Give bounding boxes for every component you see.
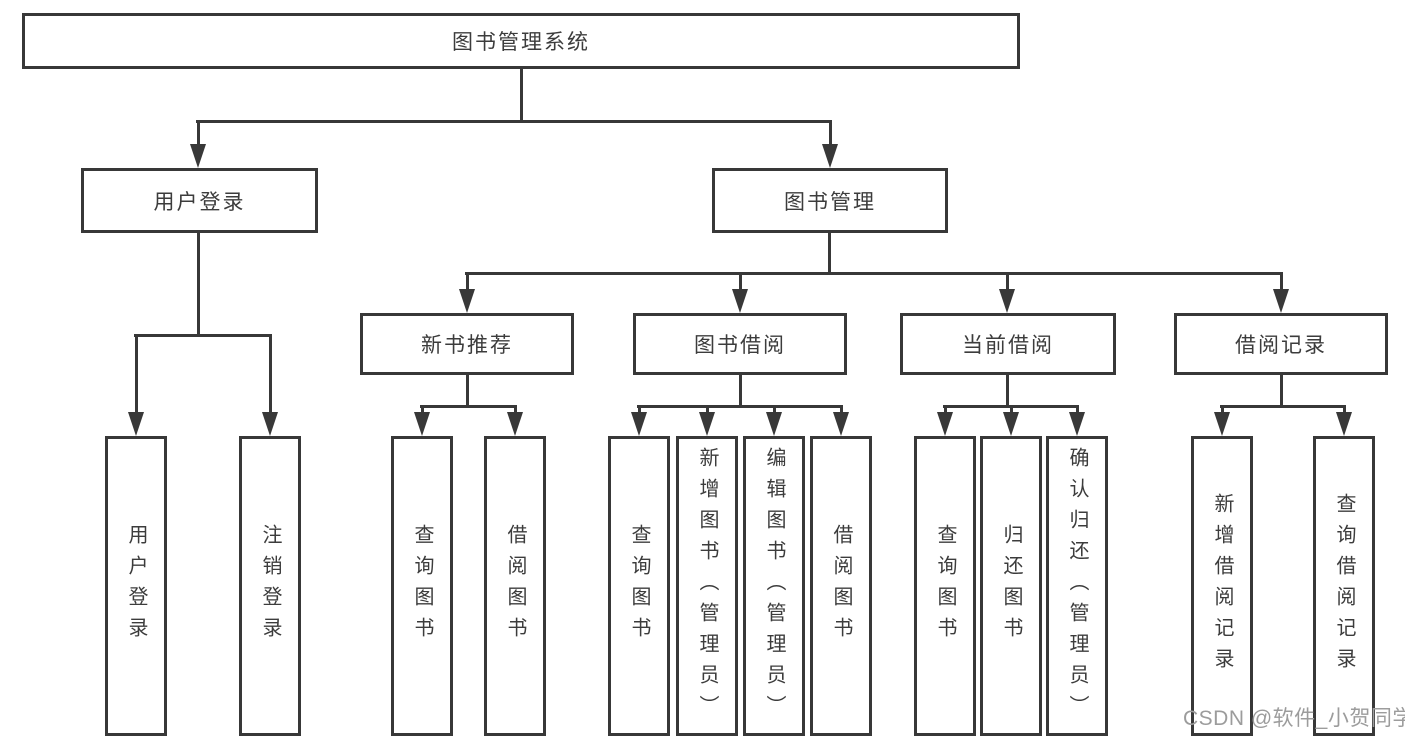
leaf-borrow-books-recommend: 借阅图书 — [484, 436, 546, 736]
arrow-to-leaf-logout — [262, 334, 278, 436]
arrowhead-icon — [1273, 289, 1289, 313]
arrow-to-book-management — [822, 120, 838, 168]
connector-user-login-hline — [134, 334, 272, 337]
arrowhead-icon — [262, 412, 278, 436]
leaf-logout-login: 注销登录 — [239, 436, 301, 736]
connector-borrow-records-stem — [1280, 375, 1283, 408]
arrowhead-icon — [1069, 412, 1085, 436]
arrowhead-icon — [766, 412, 782, 436]
arrow-to-new-book-recommend — [459, 272, 475, 313]
csdn-watermark: CSDN @软件_小贺同学 — [1183, 707, 1405, 730]
leaf-user-login: 用户登录 — [105, 436, 167, 736]
connector-book-borrow-stem — [739, 375, 742, 408]
arrowhead-icon — [1003, 412, 1019, 436]
arrowhead-icon — [414, 412, 430, 436]
node-book-borrow: 图书借阅 — [633, 313, 847, 375]
arrow-to-leaf-user-login — [128, 334, 144, 436]
connector-book-management-hline — [465, 272, 1283, 275]
arrow-leaf — [414, 405, 430, 436]
arrowhead-icon — [190, 144, 206, 168]
arrowhead-icon — [937, 412, 953, 436]
connector-new-book-recommend-hline — [420, 405, 517, 408]
arrow-leaf — [1214, 405, 1230, 436]
leaf-add-books-admin: 新增图书（管理员） — [676, 436, 738, 736]
leaf-return-books: 归还图书 — [980, 436, 1042, 736]
node-book-management: 图书管理 — [712, 168, 948, 233]
arrowhead-icon — [732, 289, 748, 313]
leaf-add-borrow-record: 新增借阅记录 — [1191, 436, 1253, 736]
arrowhead-icon — [699, 412, 715, 436]
leaf-query-books-recommend: 查询图书 — [391, 436, 453, 736]
connector-user-login-stem — [197, 233, 200, 337]
arrow-leaf — [833, 405, 849, 436]
arrow-leaf — [766, 405, 782, 436]
arrow-leaf — [1336, 405, 1352, 436]
leaf-confirm-return-admin: 确认归还（管理员） — [1046, 436, 1108, 736]
connector-current-borrow-stem — [1006, 375, 1009, 408]
node-current-borrow: 当前借阅 — [900, 313, 1116, 375]
connector-book-borrow-hline — [637, 405, 843, 408]
node-borrow-records: 借阅记录 — [1174, 313, 1388, 375]
arrowhead-icon — [631, 412, 647, 436]
arrow-leaf — [1069, 405, 1085, 436]
leaf-query-borrow-record: 查询借阅记录 — [1313, 436, 1375, 736]
arrow-to-book-borrow — [732, 272, 748, 313]
node-new-book-recommend: 新书推荐 — [360, 313, 574, 375]
arrow-leaf — [507, 405, 523, 436]
connector-book-management-stem — [828, 233, 831, 275]
connector-new-book-recommend-stem — [466, 375, 469, 408]
node-user-login: 用户登录 — [81, 168, 318, 233]
arrow-leaf — [937, 405, 953, 436]
arrowhead-icon — [507, 412, 523, 436]
arrow-leaf — [699, 405, 715, 436]
arrowhead-icon — [459, 289, 475, 313]
arrowhead-icon — [833, 412, 849, 436]
arrowhead-icon — [1214, 412, 1230, 436]
arrow-leaf — [631, 405, 647, 436]
leaf-query-books-current: 查询图书 — [914, 436, 976, 736]
arrowhead-icon — [822, 144, 838, 168]
arrow-to-current-borrow — [999, 272, 1015, 313]
leaf-borrow-books: 借阅图书 — [810, 436, 872, 736]
connector-root-hline — [196, 120, 832, 123]
arrow-leaf — [1003, 405, 1019, 436]
connector-root-stem — [520, 67, 523, 120]
connector-borrow-records-hline — [1220, 405, 1346, 408]
arrowhead-icon — [999, 289, 1015, 313]
arrowhead-icon — [128, 412, 144, 436]
node-library-management-system: 图书管理系统 — [22, 13, 1020, 69]
arrowhead-icon — [1336, 412, 1352, 436]
leaf-query-books-borrow: 查询图书 — [608, 436, 670, 736]
leaf-edit-books-admin: 编辑图书（管理员） — [743, 436, 805, 736]
arrow-to-borrow-records — [1273, 272, 1289, 313]
arrow-to-user-login — [190, 120, 206, 168]
